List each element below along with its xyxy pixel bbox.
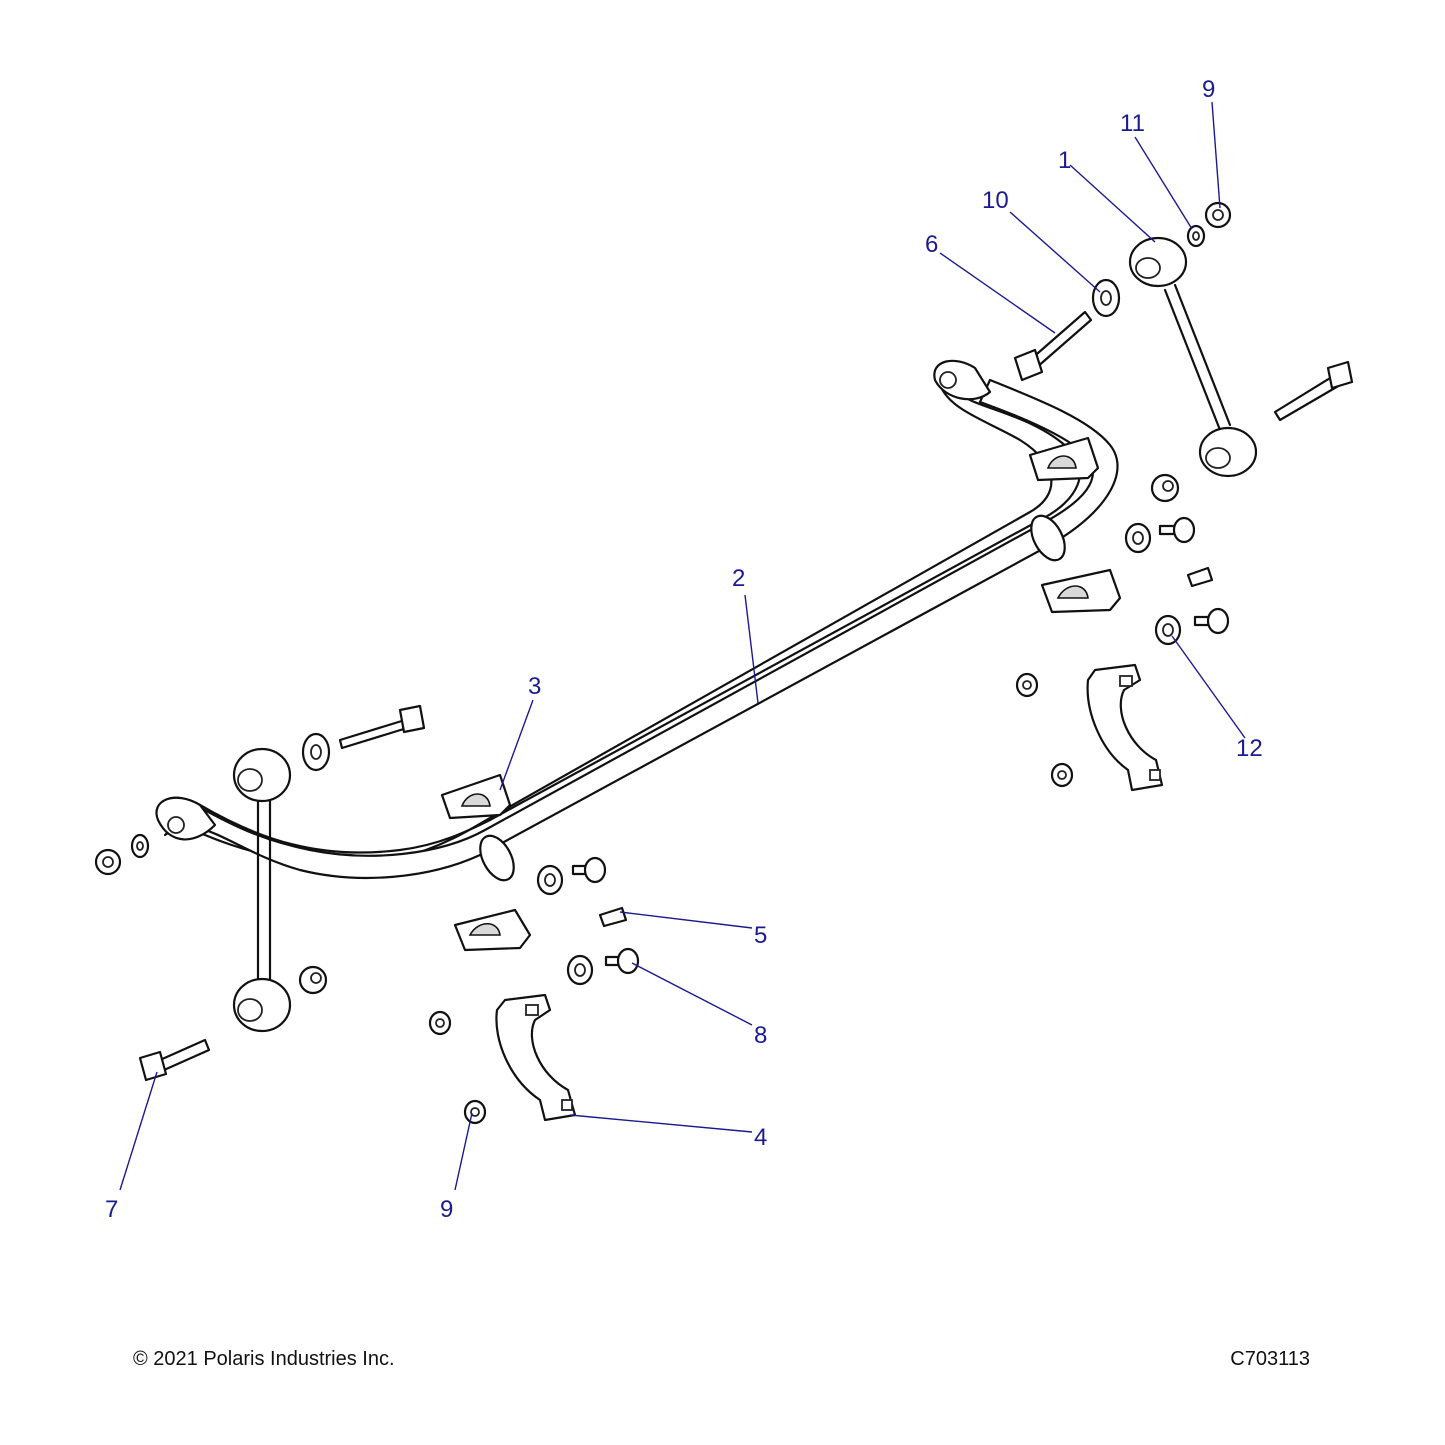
bushing-right-lower <box>1040 568 1122 614</box>
nut-right-link <box>1150 473 1180 503</box>
bolt-right-upper <box>1013 310 1093 382</box>
grease-fitting-right <box>1186 566 1214 588</box>
grease-fitting-left <box>598 906 628 928</box>
bolt-right-lower <box>1273 360 1354 422</box>
washer-right-mid <box>1124 522 1152 554</box>
callout-3: 3 <box>528 673 541 700</box>
washer-left-low <box>566 954 594 986</box>
end-link-left <box>232 747 292 1033</box>
callout-12: 12 <box>1236 735 1263 762</box>
screw-left-low <box>604 947 640 975</box>
bushing-right-upper <box>1028 436 1100 482</box>
callout-1: 1 <box>1058 147 1071 174</box>
end-link-right <box>1128 236 1258 478</box>
callout-7: 7 <box>105 1196 118 1223</box>
nut-right-clamp-lower <box>1050 762 1074 788</box>
nut-right-clamp-upper <box>1015 672 1039 698</box>
nut-right-top <box>1204 201 1232 229</box>
callout-9-bottom: 9 <box>440 1196 453 1223</box>
callout-8: 8 <box>754 1022 767 1049</box>
screw-left-mid <box>571 856 607 884</box>
washer-small-left <box>130 833 150 859</box>
clamp-right <box>1086 663 1164 792</box>
bushing-left-lower <box>453 908 532 952</box>
washer-right-upper <box>1091 278 1121 318</box>
bushing-left-upper <box>440 773 512 820</box>
washer-left-mid <box>536 864 564 896</box>
leader-lines <box>119 101 1246 1191</box>
copyright-text: © 2021 Polaris Industries Inc. <box>133 1348 395 1370</box>
screw-right-low <box>1193 607 1230 635</box>
washer-left-upper <box>301 732 331 772</box>
callout-4: 4 <box>754 1124 767 1151</box>
screw-right-mid <box>1158 516 1196 544</box>
callout-9-top: 9 <box>1202 76 1215 103</box>
callout-2: 2 <box>732 565 745 592</box>
washer-small-right <box>1186 224 1206 248</box>
callout-labels: 1 2 3 4 5 6 7 8 9 9 10 11 12 <box>105 76 1263 1223</box>
nut-left-clamp-upper <box>428 1010 452 1036</box>
nut-left-clamp-lower <box>463 1099 487 1125</box>
washer-right-low <box>1154 614 1182 646</box>
nut-left-end <box>94 848 122 876</box>
diagram-id: C703113 <box>1230 1348 1310 1370</box>
bolt-left-upper <box>338 704 426 750</box>
callout-10: 10 <box>982 187 1009 214</box>
callout-6: 6 <box>925 231 938 258</box>
callout-11: 11 <box>1120 110 1145 137</box>
nut-left-link <box>298 965 328 995</box>
clamp-left <box>495 993 577 1122</box>
callout-5: 5 <box>754 922 767 949</box>
bolt-left-lower <box>138 1038 211 1082</box>
stabilizer-bar <box>155 359 1119 882</box>
